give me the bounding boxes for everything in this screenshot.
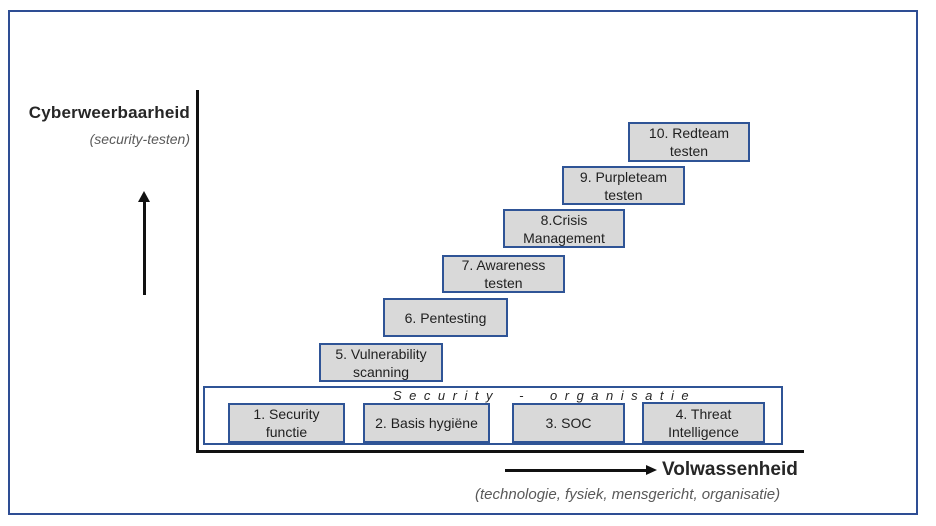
foundation-label-line2: functie [265, 424, 308, 440]
step-box-9-purpleteam-testen: 9. Purpleteam testen [562, 166, 685, 205]
y-axis-line [196, 90, 199, 452]
step-label-line2: testen [604, 186, 643, 203]
x-axis-line [196, 450, 804, 453]
step-label-line2: testen [669, 143, 709, 159]
up-arrow-shaft [143, 202, 146, 295]
x-axis-title: Volwassenheid [662, 459, 798, 480]
foundation-box-4-threat-intelligence: 4. Threat Intelligence [642, 402, 765, 443]
right-arrowhead [646, 465, 657, 475]
step-label-line2: scanning [352, 363, 410, 380]
step-box-7-awareness-testen: 7. Awareness testen [442, 255, 565, 293]
step-label-line1: 5. Vulnerability [335, 345, 427, 362]
foundation-label-line1: 2. Basis hygiëne [375, 415, 478, 431]
foundation-label-line1: 1. Security [253, 406, 320, 422]
step-label-line2: testen [484, 275, 523, 291]
foundation-box-3-soc: 3. SOC [512, 403, 625, 443]
step-label-line1: 8.Crisis [540, 211, 588, 228]
y-axis-title: Cyberweerbaarheid [28, 103, 190, 122]
foundation-label-line1: 4. Threat [675, 405, 732, 422]
step-box-5-vulnerability-scanning: 5. Vulnerability scanning [319, 343, 443, 382]
step-box-8-crisis-management: 8.Crisis Management [503, 209, 625, 248]
step-label-line2: Management [523, 229, 605, 246]
step-box-6-pentesting: 6. Pentesting [383, 298, 508, 337]
right-arrow-shaft [505, 469, 647, 472]
foundation-box-1-security-functie: 1. Security functie [228, 403, 345, 443]
security-organisatie-title: Security - organisatie [393, 388, 697, 403]
up-arrowhead [138, 191, 150, 202]
step-label-line1: 9. Purpleteam [579, 168, 668, 185]
foundation-label-line1: 3. SOC [545, 415, 592, 431]
y-axis-subtitle: (security-testen) [89, 131, 190, 147]
up-arrow-icon [137, 191, 151, 295]
step-box-10-redteam-testen: 10. Redteam testen [628, 122, 750, 162]
step-label-line1: 10. Redteam [648, 125, 730, 141]
right-arrow-icon [505, 464, 657, 476]
x-axis-subtitle: (technologie, fysiek, mensgericht, organ… [475, 486, 781, 503]
foundation-box-2-basis-hygiene: 2. Basis hygiëne [363, 403, 490, 443]
foundation-label-line2: Intelligence [668, 423, 739, 440]
step-label-line1: 7. Awareness [461, 257, 546, 273]
y-axis-label-block: Cyberweerbaarheid (security-testen) [20, 103, 190, 147]
step-label-line1: 6. Pentesting [404, 309, 487, 326]
